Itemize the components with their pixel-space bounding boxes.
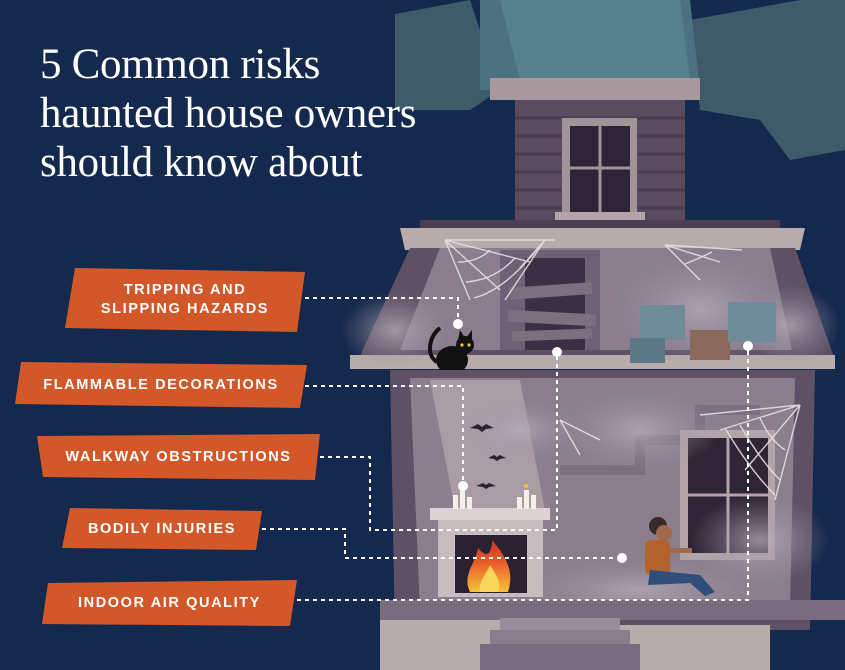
tower bbox=[515, 100, 685, 225]
upper-floor bbox=[340, 248, 840, 369]
label-banner bbox=[65, 268, 305, 332]
label-banner bbox=[15, 362, 307, 408]
risk-label-flammable: FLAMMABLE DECORATIONS bbox=[15, 362, 307, 408]
risk-label-text: FLAMMABLE DECORATIONS bbox=[43, 376, 279, 393]
cobweb-lower bbox=[559, 404, 801, 501]
risk-label-text: BODILY INJURIES bbox=[87, 520, 237, 537]
risk-label-bodily: BODILY INJURIES bbox=[62, 508, 262, 550]
cobweb-upper bbox=[444, 239, 743, 301]
risk-label-text: TRIPPING AND bbox=[123, 282, 247, 298]
connector-lines bbox=[262, 297, 749, 601]
title-line: should know about bbox=[40, 139, 363, 186]
roof bbox=[395, 0, 845, 160]
label-banner bbox=[37, 434, 320, 480]
risk-label-text: INDOOR AIR QUALITY bbox=[78, 594, 261, 611]
risk-label-tripping: TRIPPING AND SLIPPING HAZARDS bbox=[65, 268, 305, 332]
label-banner bbox=[42, 580, 297, 626]
title-line: 5 Common risks bbox=[40, 41, 321, 88]
risk-label-air-quality: INDOOR AIR QUALITY bbox=[42, 580, 297, 626]
bats bbox=[470, 424, 506, 489]
connector-dots bbox=[453, 319, 753, 563]
risk-label-text: SLIPPING HAZARDS bbox=[100, 301, 270, 317]
woman bbox=[645, 517, 715, 596]
porch bbox=[380, 600, 845, 670]
title-line: haunted house owners bbox=[40, 90, 417, 137]
label-banner bbox=[62, 508, 262, 550]
risk-label-text: WALKWAY OBSTRUCTIONS bbox=[65, 448, 292, 465]
risk-label-walkway: WALKWAY OBSTRUCTIONS bbox=[37, 434, 320, 480]
fireplace bbox=[430, 484, 550, 597]
page-title: 5 Common risks haunted house owners shou… bbox=[40, 40, 510, 187]
